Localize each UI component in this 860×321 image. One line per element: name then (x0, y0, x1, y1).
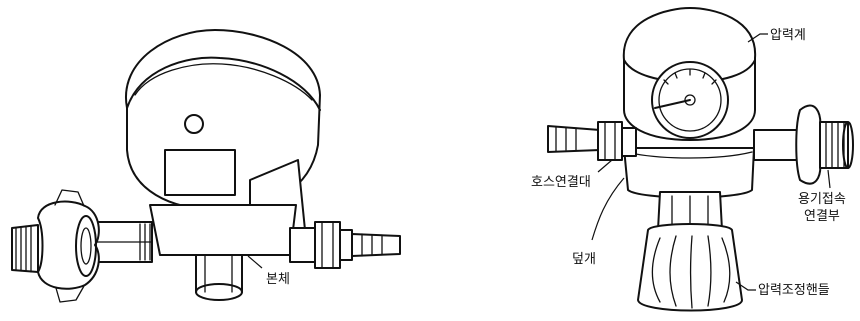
hand-wheel-lug-top (54, 189, 85, 207)
right-regulator-drawing (547, 7, 854, 312)
label-cylinder-connection-1: 용기접속 (798, 192, 846, 207)
hose-nut-1 (314, 221, 341, 269)
gauge-needle (654, 99, 691, 109)
hose-barb (351, 233, 401, 257)
hose-nut-1-facets (321, 221, 334, 269)
gauge-label-plate (164, 149, 236, 196)
hose-collar-right (621, 127, 637, 157)
gauge-rim-inner (134, 63, 313, 101)
threaded-connector-lines (825, 121, 845, 169)
hose-nipple-base (289, 227, 316, 263)
hose-collar (339, 229, 353, 261)
outlet-pipe-right (753, 129, 801, 161)
cylinder-leader (827, 169, 831, 189)
cover-seam (625, 151, 753, 159)
label-cylinder-connection-2: 연결부 (804, 209, 840, 224)
gauge-ticks (663, 69, 717, 85)
threaded-connector-end (842, 121, 854, 169)
hose-barb-right-ridges (555, 126, 577, 152)
gauge-dial-center (684, 94, 696, 106)
gauge-dial-inner (658, 68, 722, 132)
cover-leader (591, 177, 625, 241)
label-pressure-gauge: 압력계 (770, 28, 806, 43)
gauge-rim (126, 56, 321, 111)
hose-nut-right-facets (604, 121, 616, 161)
left-regulator-drawing (11, 29, 401, 303)
hand-wheel-face (75, 215, 97, 277)
label-body: 본체 (266, 272, 290, 287)
gauge-screw-hole (184, 114, 204, 134)
inlet-thread-lines (15, 225, 32, 273)
hand-wheel (37, 200, 100, 290)
label-pressure-handle: 압력조정핸들 (758, 282, 830, 298)
hose-leader (597, 159, 613, 173)
hose-barb-ridges (361, 233, 383, 257)
label-hose-connector: 호스연결대 (531, 175, 591, 190)
inlet-pipe-thread (139, 223, 151, 261)
bottom-nut-facets (204, 254, 233, 293)
pressure-handle-grips (651, 235, 731, 309)
hand-wheel-hub (80, 227, 92, 265)
gauge-leader (747, 33, 768, 43)
hand-wheel-right (795, 104, 822, 185)
handle-neck-ribs (671, 195, 709, 229)
handle-leader (735, 281, 756, 291)
hose-nut-right (597, 121, 623, 161)
regulator-body (149, 204, 297, 256)
label-cover: 덮개 (572, 252, 596, 267)
bottom-nut-base (195, 283, 243, 301)
hand-wheel-lug-bottom (55, 285, 85, 303)
body-leader (247, 255, 263, 269)
